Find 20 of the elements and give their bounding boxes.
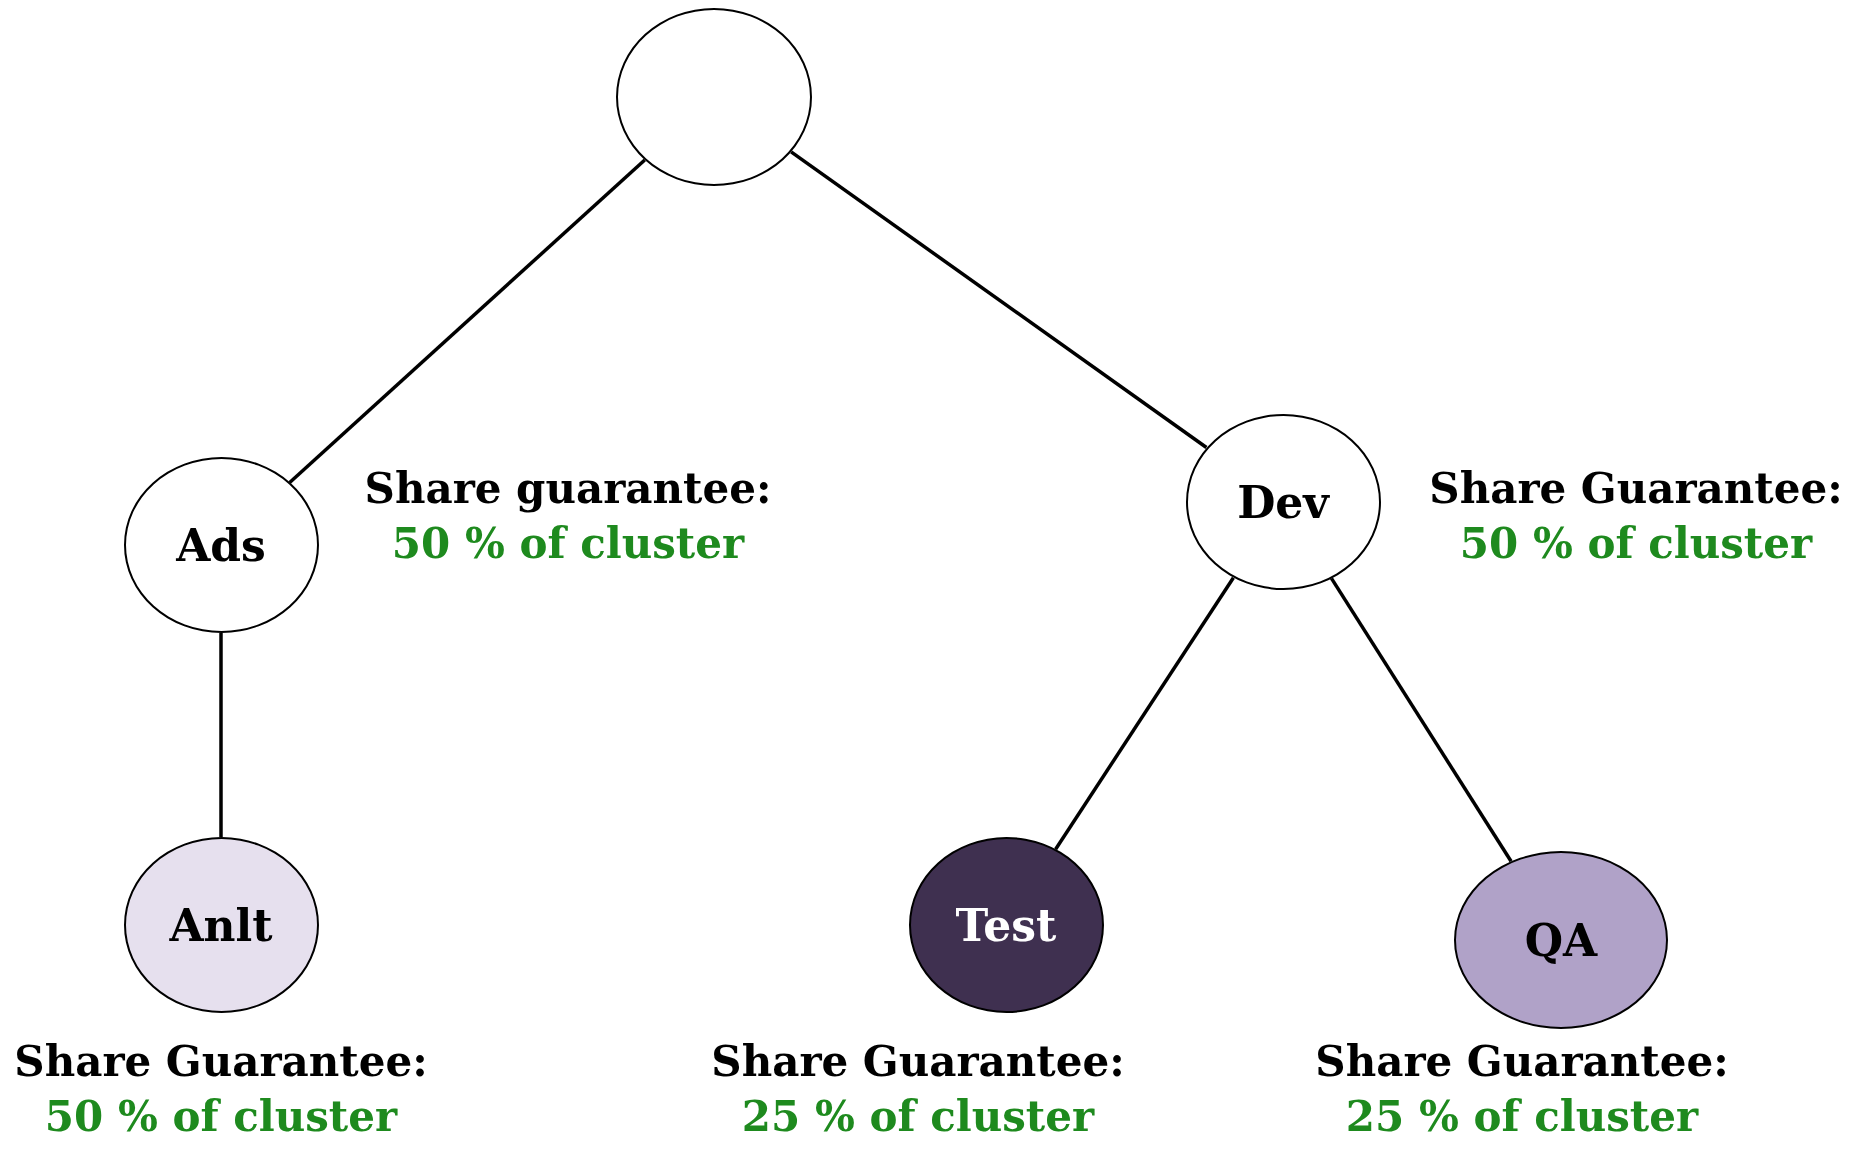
share-guarantee-label: Share Guarantee: xyxy=(14,1036,428,1089)
connector-line xyxy=(219,633,223,837)
node-label: Test xyxy=(955,899,1057,951)
connector-line xyxy=(790,150,1208,449)
node-label: Dev xyxy=(1237,476,1329,528)
connector-line xyxy=(288,158,646,484)
node-label: Ads xyxy=(176,519,266,571)
share-guarantee-label: Share Guarantee: xyxy=(711,1036,1125,1089)
node-label: QA xyxy=(1524,914,1598,966)
share-percentage-label: 50 % of cluster xyxy=(391,518,745,570)
share-guarantee-label: Share guarantee: xyxy=(364,463,772,516)
share-percentage-label: 50 % of cluster xyxy=(1459,518,1813,570)
share-guarantee-label: Share Guarantee: xyxy=(1315,1036,1729,1089)
share-percentage-label: 25 % of cluster xyxy=(1345,1091,1699,1143)
node-label: Anlt xyxy=(169,899,273,951)
connector-line xyxy=(1330,577,1513,863)
share-percentage-label: 25 % of cluster xyxy=(741,1091,1095,1143)
share-percentage-label: 50 % of cluster xyxy=(44,1091,398,1143)
connector-line xyxy=(1054,576,1235,851)
share-guarantee-label: Share Guarantee: xyxy=(1429,463,1843,516)
